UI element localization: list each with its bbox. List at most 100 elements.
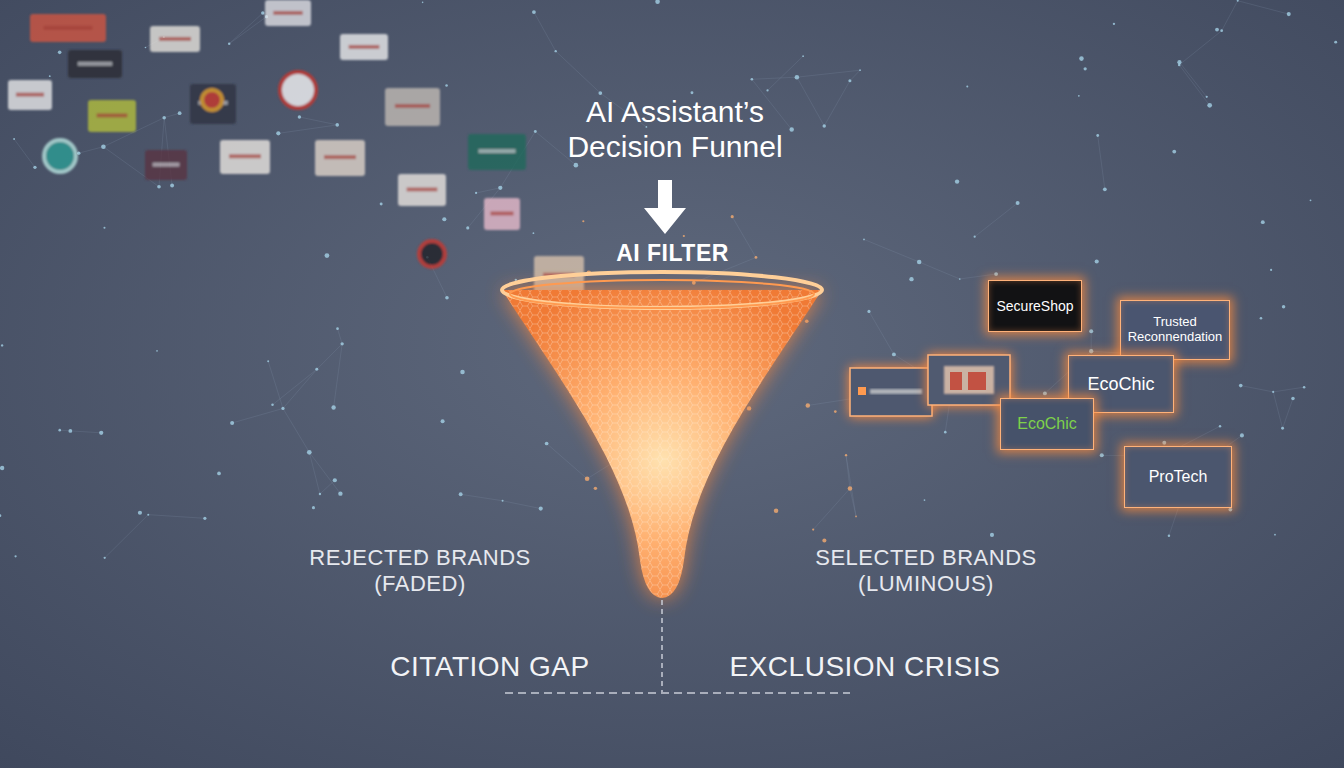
network-dot <box>157 185 161 189</box>
network-dot <box>1260 317 1263 320</box>
network-dot <box>145 47 147 49</box>
network-dot <box>806 403 810 407</box>
network-dot <box>1168 534 1170 536</box>
network-line <box>309 452 320 494</box>
network-dot <box>335 123 339 127</box>
network-dot <box>1207 103 1212 108</box>
brand-logo <box>30 14 106 42</box>
network-dot <box>731 215 734 218</box>
network-dot <box>1228 508 1232 512</box>
network-dot <box>683 235 685 237</box>
network-dot <box>1219 425 1221 427</box>
network-dot <box>755 256 758 259</box>
network-dot <box>203 517 206 520</box>
network-dot <box>802 55 804 57</box>
logo-mark <box>273 11 302 15</box>
network-dot <box>751 78 754 81</box>
network-line <box>338 329 343 344</box>
brand-logo <box>202 90 222 110</box>
network-dot <box>598 91 602 95</box>
network-dot <box>747 406 751 410</box>
brand-logo <box>265 0 311 26</box>
network-line <box>1222 1 1238 31</box>
network-dot <box>33 166 36 169</box>
network-dot <box>594 487 597 490</box>
logo-mark <box>78 62 113 66</box>
brand-logo <box>484 198 520 230</box>
network-dot <box>1096 134 1099 137</box>
network-dot <box>1095 259 1099 263</box>
brand-name: Trusted Reconnendation <box>1127 315 1223 345</box>
network-dot <box>955 179 959 183</box>
network-dot <box>1079 56 1084 61</box>
network-dot <box>1 344 3 346</box>
network-dot <box>338 491 342 495</box>
network-line <box>79 147 104 153</box>
network-line <box>864 239 919 262</box>
network-dot <box>532 10 536 14</box>
network-dot <box>1282 305 1285 308</box>
logo-mark <box>159 37 191 41</box>
network-line <box>283 408 309 452</box>
network-dot <box>156 350 158 352</box>
network-dot <box>539 507 543 511</box>
logo-mark <box>324 155 356 159</box>
network-dot <box>692 281 696 285</box>
logo-mark <box>395 104 430 108</box>
network-line <box>268 361 283 408</box>
divider-line <box>505 692 850 694</box>
caption-label: EXCLUSION CRISIS <box>715 650 1015 684</box>
network-dot <box>0 514 1 517</box>
network-dot <box>442 217 446 221</box>
network-dot <box>892 352 896 356</box>
logo-mark <box>407 187 438 191</box>
network-dot <box>466 226 469 229</box>
network-dot <box>261 11 264 14</box>
network-dot <box>103 227 105 229</box>
network-dot <box>1291 397 1295 401</box>
network-dot <box>848 79 851 82</box>
network-dot <box>1261 220 1265 224</box>
network-dot <box>502 500 504 502</box>
network-dot <box>14 555 16 557</box>
network-dot <box>271 404 274 407</box>
brand-logo <box>468 134 526 170</box>
network-dot <box>49 75 51 77</box>
network-dot <box>691 91 694 94</box>
network-dot <box>58 51 62 55</box>
brand-logo <box>190 84 236 124</box>
network-line <box>808 398 854 405</box>
network-dot <box>1162 441 1166 445</box>
brand-logo <box>88 100 136 132</box>
brand-logo <box>315 140 365 176</box>
network-line <box>1283 398 1293 428</box>
network-line <box>14 139 35 167</box>
network-dot <box>217 472 221 476</box>
network-dot <box>170 184 174 188</box>
brand-logo <box>220 140 270 174</box>
network-dot <box>298 115 301 118</box>
brand-logo <box>68 50 122 78</box>
network-line <box>1179 62 1206 97</box>
logo-mark <box>153 163 180 167</box>
brand-logo <box>44 140 76 172</box>
network-dot <box>445 296 449 300</box>
network-dot <box>13 138 15 140</box>
network-dot <box>1270 269 1272 271</box>
network-line <box>768 56 804 90</box>
network-dot <box>1113 23 1115 25</box>
network-line <box>229 13 263 44</box>
network-dot <box>834 410 837 413</box>
network-dot <box>909 277 913 281</box>
network-dot <box>1016 201 1020 205</box>
network-dot <box>1287 12 1291 16</box>
brand-name: ProTech <box>1149 468 1208 486</box>
network-dot <box>555 50 557 52</box>
network-line <box>1241 386 1273 392</box>
network-dot <box>1310 199 1312 201</box>
brand-box: ProTech <box>1124 446 1232 508</box>
network-dot <box>498 186 502 190</box>
network-dot <box>1240 433 1244 437</box>
funnel <box>502 272 822 598</box>
